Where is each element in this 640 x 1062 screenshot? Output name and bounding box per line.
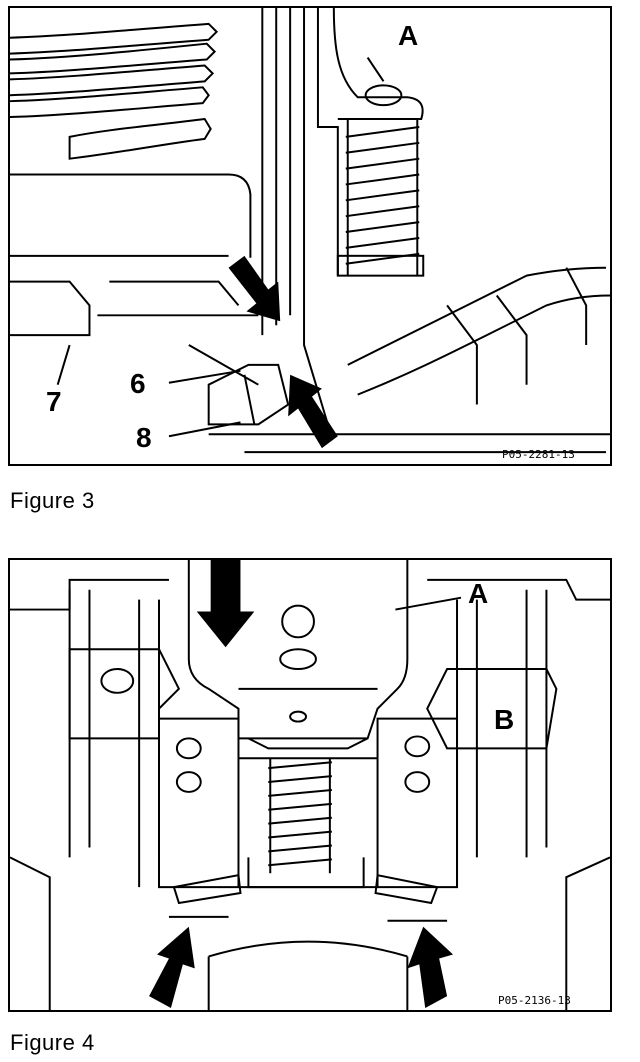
figure-4-caption: Figure 4 [10, 1030, 95, 1055]
callout-6: 6 [130, 368, 146, 399]
push-arrow-up [288, 374, 338, 449]
callout-8: 8 [136, 422, 152, 453]
figure-code: P05-2136-13 [498, 994, 571, 1007]
figure-3-drawing [10, 8, 610, 454]
figure-4-drawing [10, 560, 610, 1010]
push-arrow-up-left [149, 926, 195, 1009]
figure-3-caption: Figure 3 [10, 488, 95, 513]
push-arrow-up-right [407, 926, 454, 1009]
figure-3-illustration: A 6 7 8 P05-2281-13 [8, 6, 612, 466]
callout-b: B [494, 704, 515, 735]
figure-4-illustration: A B P05-2136-13 [8, 558, 612, 1012]
figure-code: P05-2281-13 [502, 448, 575, 461]
callout-a: A [398, 20, 419, 51]
push-arrow-down [196, 560, 255, 648]
callout-7: 7 [46, 386, 62, 417]
push-arrow-down [228, 255, 281, 322]
callout-a: A [468, 578, 489, 609]
